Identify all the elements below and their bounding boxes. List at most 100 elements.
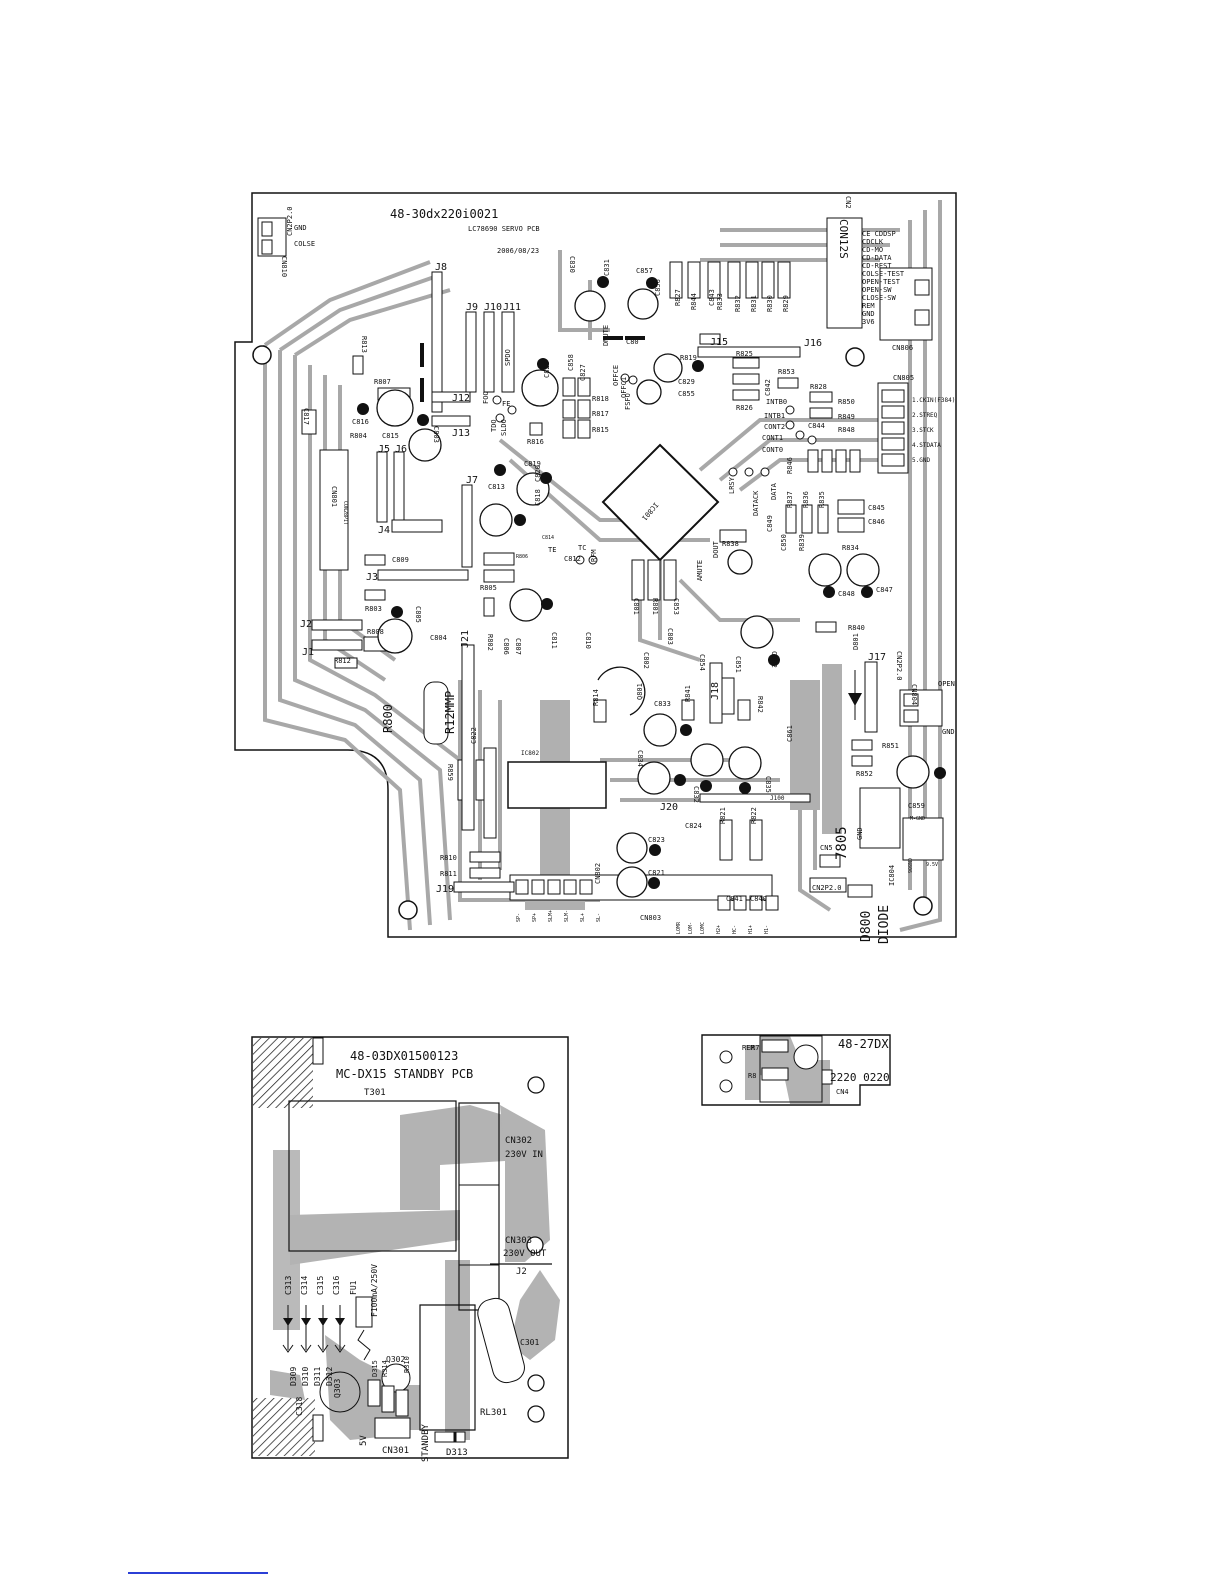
svg-text:C849: C849 [766, 515, 774, 532]
svg-text:HC-: HC- [732, 925, 738, 934]
svg-text:C840: C840 [750, 895, 767, 903]
svg-text:C829: C829 [678, 378, 695, 386]
svg-text:R805: R805 [480, 584, 497, 592]
svg-text:J13: J13 [452, 428, 470, 439]
servo-test-points [492, 373, 817, 565]
j2-label: J2 [516, 1267, 527, 1277]
remote-code: 2220 0220 [830, 1071, 890, 1084]
svg-text:C844: C844 [808, 422, 825, 430]
svg-text:R812: R812 [334, 657, 351, 665]
r7-label-visible: R7 [751, 1044, 759, 1052]
rl301-relay [419, 1304, 476, 1431]
cn804-pin-label: CN2P2.0 [895, 651, 903, 681]
servo-model: LC78690 SERVO PCB [468, 225, 540, 233]
svg-text:J6: J6 [395, 444, 407, 455]
svg-text:AMUTE: AMUTE [696, 560, 704, 581]
remote-labels: 48-27DX 2220 0220 REM R7 R8 CN4 [742, 1037, 890, 1096]
svg-text:R811: R811 [440, 870, 457, 878]
svg-text:2.STREQ: 2.STREQ [912, 412, 938, 419]
five-v-label: 5V [359, 1435, 369, 1446]
svg-text:R841: R841 [684, 685, 692, 702]
svg-text:SLDO: SLDO [500, 419, 508, 436]
svg-text:CE CDDSP: CE CDDSP [862, 230, 896, 238]
svg-text:SLM+: SLM+ [548, 910, 554, 922]
q302-label: Q302 [386, 1355, 405, 1364]
cn802-label: CN802 [594, 863, 602, 884]
svg-text:J1: J1 [302, 647, 314, 658]
svg-text:FSFO: FSFO [624, 393, 632, 410]
svg-text:H1-: H1- [764, 925, 770, 934]
svg-text:R819: R819 [680, 354, 697, 362]
svg-text:C818: C818 [534, 489, 542, 506]
cn801-connector [319, 449, 349, 571]
svg-text:CD-DATA: CD-DATA [862, 254, 892, 262]
svg-text:C857: C857 [636, 267, 653, 275]
ir-receiver [793, 1044, 819, 1070]
svg-text:SL+: SL+ [580, 913, 586, 922]
svg-text:COLSE-TEST: COLSE-TEST [862, 270, 905, 278]
svg-text:LOMC: LOMC [700, 922, 706, 934]
svg-text:C318: C318 [295, 1397, 304, 1416]
svg-text:C826: C826 [543, 361, 551, 378]
svg-text:GND: GND [862, 310, 875, 318]
servo-small-parts [301, 261, 873, 893]
standby-labels: 48-03DX01500123 MC-DX15 STANDBY PCB T301… [284, 1049, 547, 1462]
svg-text:R851: R851 [882, 742, 899, 750]
svg-text:TC: TC [578, 544, 586, 552]
svg-text:C835: C835 [764, 776, 772, 793]
svg-text:C852: C852 [770, 651, 778, 668]
footer-link-underline[interactable] [128, 1572, 268, 1574]
cn804-label: CN804 [910, 684, 918, 705]
svg-text:CD-REST: CD-REST [862, 262, 892, 270]
svg-text:OFFC1: OFFC1 [620, 377, 628, 398]
fuse-rating: F100mA/250V [370, 1264, 379, 1317]
svg-text:OPEN-TEST: OPEN-TEST [862, 278, 901, 286]
svg-text:C809: C809 [392, 556, 409, 564]
cn806b-connector [902, 817, 944, 861]
svg-text:INTB0: INTB0 [766, 398, 787, 406]
fu1-label: FU1 [349, 1280, 358, 1295]
svg-text:R817: R817 [592, 410, 609, 418]
svg-text:R821: R821 [719, 807, 727, 824]
svg-text:DOUT: DOUT [712, 540, 720, 558]
svg-text:C817: C817 [302, 408, 310, 425]
svg-text:J9: J9 [466, 302, 478, 313]
r800-resistor [423, 681, 449, 745]
svg-text:C822: C822 [470, 727, 478, 744]
svg-text:C807: C807 [514, 638, 522, 655]
cn810-colse-label: COLSE [294, 240, 315, 248]
svg-text:R849: R849 [838, 413, 855, 421]
svg-text:C847: C847 [876, 586, 893, 594]
svg-text:C314: C314 [300, 1276, 309, 1295]
standby-model: MC-DX15 STANDBY PCB [336, 1067, 473, 1081]
svg-text:R846: R846 [786, 457, 794, 474]
cn302-label: CN302 [505, 1136, 532, 1146]
rl301-label: RL301 [480, 1408, 507, 1418]
svg-text:J4: J4 [378, 525, 390, 536]
svg-text:DATACK: DATACK [752, 490, 760, 516]
svg-text:C842: C842 [764, 379, 772, 396]
rem-label: REM [742, 1044, 755, 1052]
svg-text:R802: R802 [486, 634, 494, 651]
r8-label: R8 [748, 1072, 756, 1080]
svg-text:C824: C824 [685, 822, 702, 830]
svg-text:SLM-: SLM- [564, 910, 570, 922]
svg-text:J2: J2 [300, 619, 312, 630]
svg-text:D315: D315 [371, 1360, 379, 1377]
standby-hatch-top [253, 1038, 313, 1108]
svg-text:C802: C802 [642, 652, 650, 669]
svg-text:C858: C858 [567, 354, 575, 371]
r8-resistor [761, 1067, 789, 1081]
svg-text:1.CKIN(F384): 1.CKIN(F384) [912, 397, 955, 404]
svg-text:R830: R830 [766, 295, 774, 312]
svg-text:R837: R837 [786, 491, 794, 508]
standby-diodes [282, 1305, 346, 1353]
svg-text:TE: TE [548, 546, 556, 554]
svg-text:R831: R831 [750, 295, 758, 312]
svg-text:C831: C831 [603, 259, 611, 276]
cn302-desc: 230V IN [505, 1150, 543, 1160]
cn804-open-label: OPEN [938, 680, 955, 688]
svg-text:R828: R828 [810, 383, 827, 391]
servo-part-number: 48-30dx220i0021 [390, 207, 498, 221]
standby-mounting-holes [526, 1076, 545, 1423]
